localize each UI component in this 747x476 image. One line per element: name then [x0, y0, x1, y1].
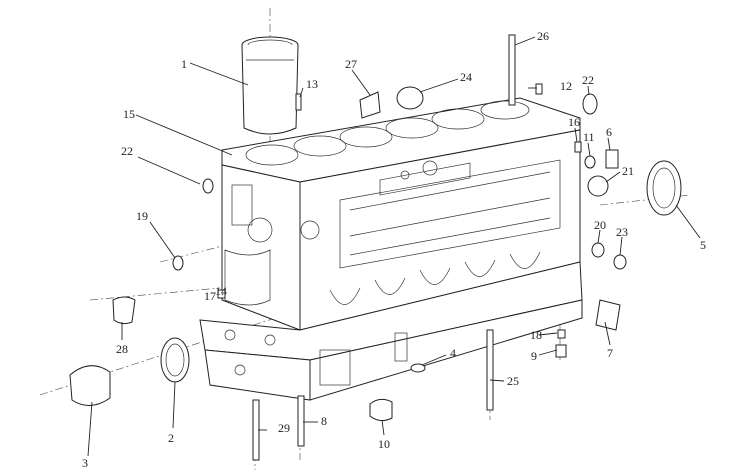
callout-22-left: 22: [121, 144, 133, 158]
bolt-8: [297, 395, 305, 447]
plug-9: [555, 344, 567, 358]
washer-20: [591, 242, 605, 258]
bolt-25: [486, 329, 494, 411]
plug-21: [587, 175, 609, 197]
stud-26: [508, 34, 516, 106]
callouts: 1 13 15 22 19 14 17 28 2 3 29 8 10 4 25 …: [82, 29, 706, 470]
callout-27: 27: [345, 57, 357, 71]
plug-22-left: [202, 178, 214, 194]
thrust-washer-2: [160, 337, 190, 383]
washer-23: [613, 254, 627, 270]
leader-lines: [87, 36, 701, 457]
callout-16: 16: [568, 115, 580, 129]
cap-24: [396, 86, 424, 110]
callout-28: 28: [116, 342, 128, 356]
callout-22-right: 22: [582, 73, 594, 87]
bedplate: [199, 261, 583, 401]
callout-8: 8: [321, 414, 327, 428]
callout-18: 18: [530, 328, 542, 342]
callout-29: 29: [278, 421, 290, 435]
callout-11: 11: [583, 130, 595, 144]
cylinder-block: [221, 97, 581, 331]
drain-plug-10: [369, 398, 393, 422]
callout-2: 2: [168, 431, 174, 445]
pin-12: [535, 83, 543, 95]
dowel-pin: [295, 93, 302, 111]
callout-12: 12: [560, 79, 572, 93]
thrust-washer-3: [69, 365, 111, 406]
callout-3: 3: [82, 456, 88, 470]
fitting-6: [605, 149, 619, 169]
callout-5: 5: [700, 238, 706, 252]
washer-4: [410, 363, 426, 373]
bush-28: [112, 296, 136, 325]
elbow-7: [595, 299, 621, 331]
callout-6: 6: [606, 125, 612, 139]
pin-14: [217, 289, 226, 299]
plug-16: [574, 141, 582, 153]
plug-19: [172, 255, 184, 271]
nut-18: [557, 329, 566, 339]
oil-seal-5: [646, 160, 682, 216]
callout-9: 9: [531, 349, 537, 363]
callout-13: 13: [306, 77, 318, 91]
callout-10: 10: [378, 437, 390, 451]
callout-15: 15: [123, 107, 135, 121]
callout-21: 21: [622, 164, 634, 178]
small-parts: [69, 34, 682, 461]
callout-24: 24: [460, 70, 472, 84]
bracket-27: [359, 91, 381, 119]
plug-22-right: [582, 93, 598, 115]
callout-20: 20: [594, 218, 606, 232]
callout-19: 19: [136, 209, 148, 223]
callout-26: 26: [537, 29, 549, 43]
callout-7: 7: [607, 346, 613, 360]
cylinder-liner: [241, 36, 299, 135]
washer-11: [584, 155, 596, 169]
callout-23: 23: [616, 225, 628, 239]
callout-1: 1: [181, 57, 187, 71]
callout-25: 25: [507, 374, 519, 388]
callout-17: 17: [204, 289, 216, 303]
callout-14: 14: [215, 284, 227, 298]
callout-4: 4: [450, 346, 456, 360]
